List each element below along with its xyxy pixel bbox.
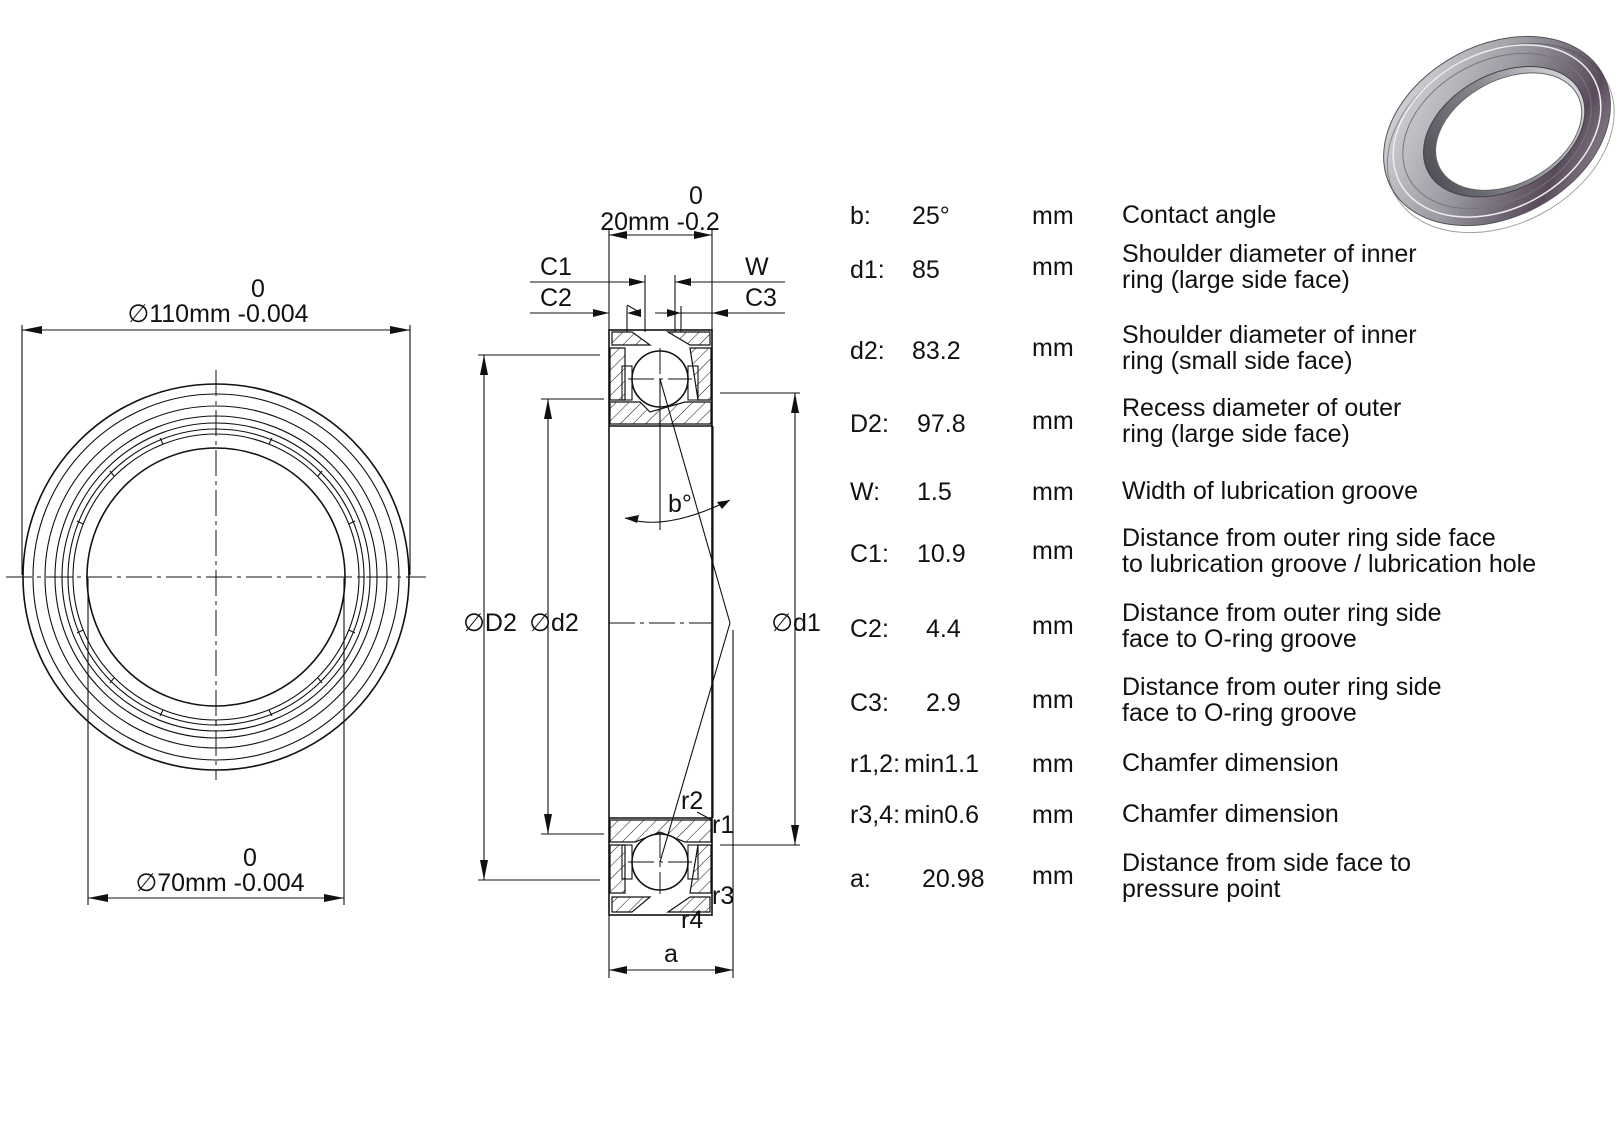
c2-label: C2 [540,284,572,312]
spec-symbol: C1: [850,540,889,568]
groove-position-dimensions: C1 C2 W C3 [530,253,785,332]
spec-unit: mm [1032,686,1074,714]
spec-description: Shoulder diameter of inner ring (small s… [1122,321,1417,375]
outer-diameter-tolerance-upper: 0 [251,275,265,303]
d2-shoulder-dimension: ∅d2 [529,398,604,835]
outer-diameter-dimension: 0 ∅110mm -0.004 [21,275,411,575]
spec-unit: mm [1032,334,1074,362]
inner-diameter-dimension: 0 ∅70mm -0.004 [87,578,345,905]
d2-recess-dimension: ∅D2 [463,354,600,881]
width-label: 20mm -0.2 [600,208,719,236]
a-dimension: a [608,630,734,978]
spec-description: Distance from outer ring side face to O-… [1122,673,1442,727]
bearing-3d-render [1383,35,1615,234]
spec-value: min0.6 [904,801,980,829]
d2-shoulder-label: ∅d2 [529,609,579,637]
spec-symbol: d2: [850,337,885,365]
upper-ring-section [609,331,712,425]
c1-label: C1 [540,253,572,281]
width-dimension: 0 20mm -0.2 [600,182,720,330]
outer-diameter-label: ∅110mm -0.004 [127,300,308,328]
spec-description: Shoulder diameter of inner ring (large s… [1122,240,1417,294]
spec-symbol: W: [850,478,881,506]
spec-value: 97.8 [917,410,966,438]
width-tolerance-upper: 0 [689,182,703,210]
spec-value: min1.1 [904,750,980,778]
r4-label: r4 [681,906,703,934]
spec-value: 10.9 [917,540,966,568]
spec-value: 20.98 [922,865,985,893]
inner-diameter-tolerance-upper: 0 [243,844,257,872]
spec-symbol: D2: [850,410,889,438]
r2-label: r2 [681,787,703,815]
spec-value: 85 [912,256,940,284]
spec-symbol: C3: [850,689,889,717]
spec-unit: mm [1032,801,1074,829]
spec-description: Width of lubrication groove [1122,477,1418,505]
spec-symbol: d1: [850,256,885,284]
front-view-centerlines [6,370,426,780]
spec-unit: mm [1032,478,1074,506]
d1-shoulder-label: ∅d1 [771,609,821,637]
spec-symbol: b: [850,202,871,230]
d1-shoulder-dimension: ∅d1 [720,392,821,846]
c3-label: C3 [745,284,777,312]
spec-description: Distance from side face to pressure poin… [1122,849,1412,903]
inner-diameter-label: ∅70mm -0.004 [135,869,304,897]
d2-recess-label: ∅D2 [463,609,517,637]
spec-unit: mm [1032,202,1074,230]
spec-unit: mm [1032,750,1074,778]
spec-unit: mm [1032,862,1074,890]
chamfer-labels: r2 r1 r3 r4 [681,787,734,934]
spec-symbol: C2: [850,615,889,643]
r3-label: r3 [712,882,734,910]
spec-value: 4.4 [926,615,961,643]
spec-description: Chamfer dimension [1122,800,1339,828]
spec-unit: mm [1032,253,1074,281]
spec-symbol: a: [850,865,871,893]
spec-unit: mm [1032,407,1074,435]
lower-ring-section [609,819,712,913]
spec-description: Chamfer dimension [1122,749,1339,777]
section-view: 0 20mm -0.2 C1 C2 W C3 [463,182,821,978]
contact-angle-label: b° [668,490,692,518]
r1-label: r1 [712,811,734,839]
spec-value: 83.2 [912,337,961,365]
spec-symbol: r1,2: [850,750,901,778]
spec-value: 2.9 [926,689,961,717]
spec-value: 25° [912,202,950,230]
spec-unit: mm [1032,537,1074,565]
spec-description: Recess diameter of outer ring (large sid… [1122,394,1402,448]
spec-description: Distance from outer ring side face to O-… [1122,599,1442,653]
spec-unit: mm [1032,612,1074,640]
a-label: a [664,940,678,968]
spec-value: 1.5 [917,478,952,506]
spec-description: Distance from outer ring side face to lu… [1122,524,1537,578]
w-label: W [745,253,769,281]
spec-symbol: r3,4: [850,801,901,829]
spec-description: Contact angle [1122,201,1277,229]
contact-angle-lines: b° [624,378,731,863]
front-view: 0 ∅110mm -0.004 0 ∅70mm -0.004 [6,275,426,905]
